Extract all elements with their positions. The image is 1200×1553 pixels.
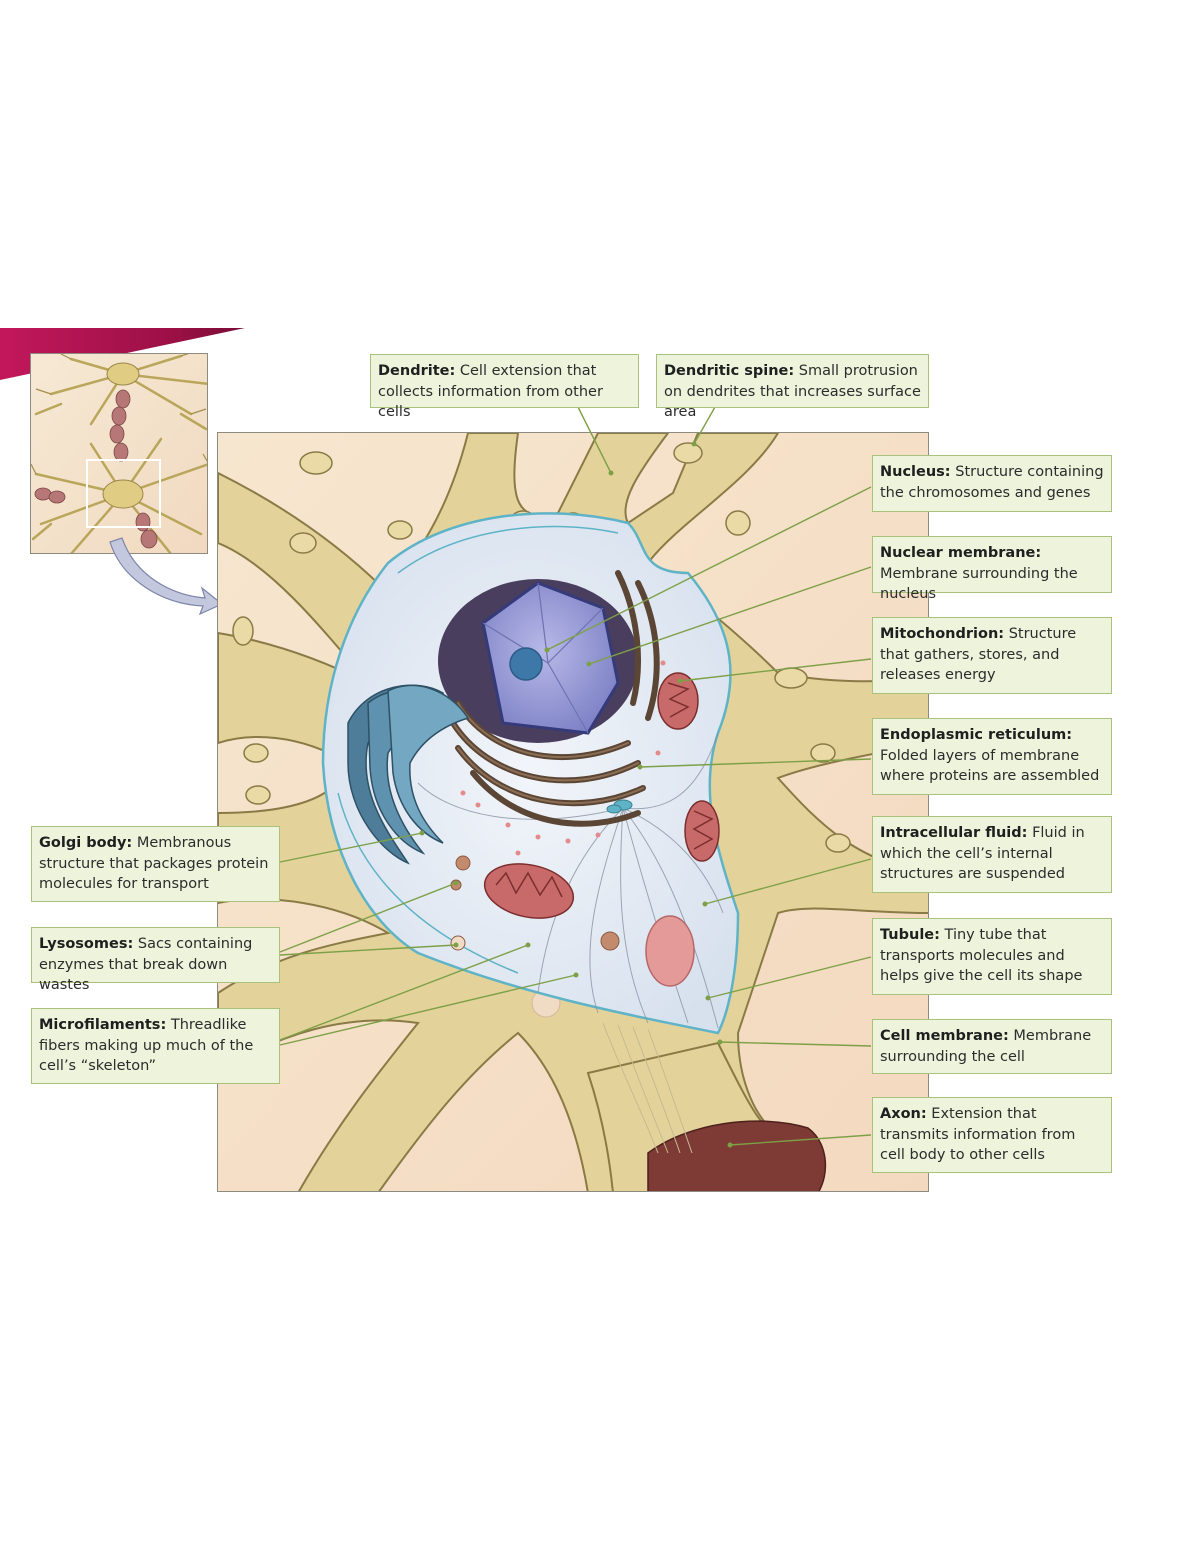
label-text: Threadlike fibers making up much of the … [39, 1017, 254, 1074]
label-cell-membrane: Cell membrane: Membrane surrounding the … [872, 1019, 1112, 1074]
label-term: Intracellular fluid: [880, 825, 1028, 841]
label-dendritic-spine: Dendritic spine: Small protrusion on den… [656, 354, 929, 420]
label-text: Fluid in which the cell’s internal struc… [880, 825, 1085, 882]
label-term: Dendritic spine: [664, 363, 795, 379]
label-term: Axon: [880, 1106, 927, 1122]
label-text: Membrane surrounding the nucleus [880, 565, 1078, 603]
label-term: Mitochondrion: [880, 626, 1005, 642]
label-term: Nucleus: [880, 464, 951, 480]
label-intracellular-fluid: Intracellular fluid: Fluid in which the … [872, 816, 1112, 893]
label-text: Tiny tube that transports molecules and … [880, 927, 1083, 984]
label-microfilaments: Microfilaments: Threadlike fibers making… [31, 1008, 280, 1084]
label-term: Microfilaments: [39, 1017, 167, 1033]
cell-body-illustration [217, 432, 929, 1192]
label-text: Membrane surrounding the cell [880, 1028, 1092, 1065]
label-text: Small protrusion on dendrites that incre… [664, 363, 921, 420]
label-term: Dendrite: [378, 363, 456, 379]
label-text: Membranous structure that packages prote… [39, 835, 269, 892]
label-endoplasmic-reticulum: Endoplasmic reticulum: Folded layers of … [872, 718, 1112, 795]
label-mitochondrion: Mitochondrion: Structure that gathers, s… [872, 617, 1112, 694]
label-text: Sacs containing enzymes that break down … [39, 936, 253, 993]
label-golgi-body: Golgi body: Membranous structure that pa… [31, 826, 280, 902]
label-text: Structure that gathers, stores, and rele… [880, 626, 1077, 683]
label-dendrite: Dendrite: Cell extension that collects i… [370, 354, 639, 420]
label-axon: Axon: Extension that transmits informati… [872, 1097, 1112, 1173]
label-term: Tubule: [880, 927, 940, 943]
label-term: Golgi body: [39, 835, 133, 851]
label-term: Endoplasmic reticulum: [880, 727, 1073, 743]
label-text: Folded layers of membrane where proteins… [880, 747, 1100, 785]
label-nucleus: Nucleus: Structure containing the chromo… [872, 455, 1112, 512]
label-text: Structure containing the chromosomes and… [880, 464, 1104, 501]
inset-neuron-network [30, 353, 208, 554]
label-term: Nuclear membrane: [880, 545, 1042, 561]
label-term: Cell membrane: [880, 1028, 1009, 1044]
label-term: Lysosomes: [39, 936, 134, 952]
label-tubule: Tubule: Tiny tube that transports molecu… [872, 918, 1112, 995]
label-text: Cell extension that collects information… [378, 363, 603, 420]
label-text: Extension that transmits information fro… [880, 1106, 1076, 1163]
label-lysosomes: Lysosomes: Sacs containing enzymes that … [31, 927, 280, 993]
label-nuclear-membrane: Nuclear membrane: Membrane surrounding t… [872, 536, 1112, 602]
